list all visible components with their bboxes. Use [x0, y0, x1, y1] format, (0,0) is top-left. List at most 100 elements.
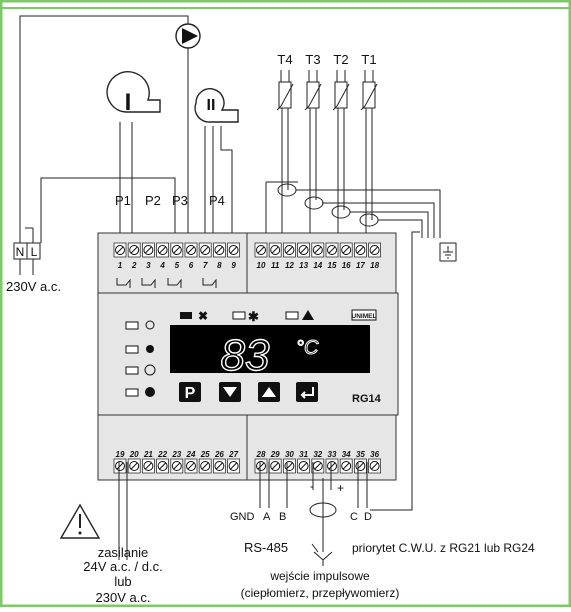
terminal-number: 22 — [157, 450, 167, 459]
rs485-b-label: B — [279, 511, 286, 523]
priority-c-label: C — [350, 511, 358, 523]
relay-p3-label: P3 — [172, 193, 188, 208]
terminal-25: 25 — [198, 450, 212, 474]
supply-line-1: zasilanie — [98, 545, 149, 560]
thermistor-icon — [304, 70, 322, 233]
pulse-input-desc: (ciepłomierz, przepływomierz) — [241, 586, 400, 600]
terminal-8: 8 — [212, 242, 226, 270]
terminal-number: 35 — [356, 450, 365, 459]
terminal-number: 34 — [342, 450, 351, 459]
terminal-number: 13 — [299, 261, 308, 270]
pulse-minus: - — [310, 479, 314, 493]
relay-p1-label: P1 — [115, 193, 131, 208]
supply-leads — [118, 462, 128, 560]
terminal-2: 2 — [127, 242, 141, 270]
mains-voltage-label: 230V a.c. — [6, 279, 61, 294]
model-label: RG14 — [352, 393, 382, 405]
terminal-18: 18 — [368, 242, 382, 270]
priority-label: priorytet C.W.U. z RG21 lub RG24 — [352, 541, 535, 555]
sensor-t4-label: T4 — [277, 52, 292, 67]
terminal-28: 28 — [254, 450, 268, 474]
terminal-29: 29 — [268, 450, 282, 474]
brand-logo — [351, 309, 377, 321]
fan-motor-2-icon — [194, 88, 239, 123]
supply-line-4: 230V a.c. — [96, 590, 151, 605]
priority-leads — [357, 462, 368, 508]
supply-line-2: 24V a.c. / d.c. — [83, 559, 163, 574]
rs485-a-label: A — [263, 511, 271, 523]
terminal-number: 26 — [214, 450, 224, 459]
terminal-number: 9 — [231, 261, 236, 270]
shield-wire-4 — [378, 219, 423, 238]
terminal-16: 16 — [339, 242, 353, 270]
priority-d-label: D — [364, 511, 372, 523]
l-bus-wire — [40, 177, 176, 243]
terminal-number: 14 — [313, 261, 322, 270]
motor-2-label: II — [207, 97, 216, 114]
pump-feed-wire — [19, 15, 189, 243]
terminal-22: 22 — [156, 450, 170, 474]
mains-n-label: N — [16, 245, 25, 259]
terminal-number: 32 — [313, 450, 322, 459]
ground-icon — [439, 242, 457, 262]
motor-1-label: I — [125, 89, 132, 116]
terminal-19: 19 — [113, 450, 127, 474]
pulse-input-label: wejście impulsowe — [269, 569, 370, 583]
terminal-15: 15 — [325, 242, 339, 270]
terminal-23: 23 — [170, 450, 184, 474]
terminal-4: 4 — [156, 242, 170, 270]
terminal-9: 9 — [227, 242, 241, 270]
terminal-6: 6 — [184, 242, 198, 270]
thermistor-icon — [360, 70, 378, 233]
pulse-plus: + — [337, 481, 344, 495]
thermistor-icon — [332, 70, 350, 233]
svg-text:P: P — [185, 385, 196, 402]
rs485-gnd-label: GND — [230, 511, 255, 523]
thermistor-icon — [276, 70, 294, 233]
terminal-31: 31 — [297, 450, 311, 474]
terminal-5: 5 — [170, 242, 184, 270]
mains-l-label: L — [31, 245, 38, 259]
relay-p2-label: P2 — [145, 193, 161, 208]
sensor-t2-label: T2 — [333, 52, 348, 67]
terminal-number: 8 — [217, 261, 222, 270]
pulse-contact-icon — [311, 543, 333, 566]
terminal-number: 12 — [285, 261, 294, 270]
terminal-number: 25 — [200, 450, 210, 459]
terminal-number: 5 — [175, 261, 180, 270]
status-icons: ✖ ✱ — [180, 309, 314, 324]
terminal-24: 24 — [184, 450, 198, 474]
motor2-wire-c — [220, 126, 233, 233]
terminal-number: 1 — [118, 261, 123, 270]
thermistor-icons — [276, 70, 378, 233]
sensor-group: T4 T3 T2 T1 — [277, 52, 376, 67]
terminal-number: 33 — [328, 450, 337, 459]
terminal-36: 36 — [368, 450, 382, 474]
button-program[interactable]: P — [179, 382, 201, 402]
terminal-number: 10 — [257, 261, 266, 270]
left-indicators — [125, 320, 156, 397]
ground-return-wire — [370, 231, 420, 511]
button-down[interactable] — [219, 382, 241, 402]
button-enter[interactable] — [296, 382, 318, 402]
terminal-32: 32 — [311, 450, 325, 474]
pump-icon — [175, 23, 201, 49]
shield-wire-3 — [350, 211, 429, 238]
rs485-label: RS-485 — [244, 540, 288, 555]
terminal-number: 15 — [328, 261, 337, 270]
svg-text:✱: ✱ — [248, 309, 259, 324]
button-up[interactable] — [258, 382, 280, 402]
terminal-number: 11 — [271, 261, 280, 270]
terminal-34: 34 — [339, 450, 353, 474]
terminal-11: 11 — [268, 242, 282, 270]
fan-motor-1-icon — [106, 71, 161, 113]
terminal-number: 17 — [356, 261, 365, 270]
terminal-number: 3 — [146, 261, 151, 270]
terminal-number: 16 — [342, 261, 351, 270]
terminal-33: 33 — [325, 450, 339, 474]
